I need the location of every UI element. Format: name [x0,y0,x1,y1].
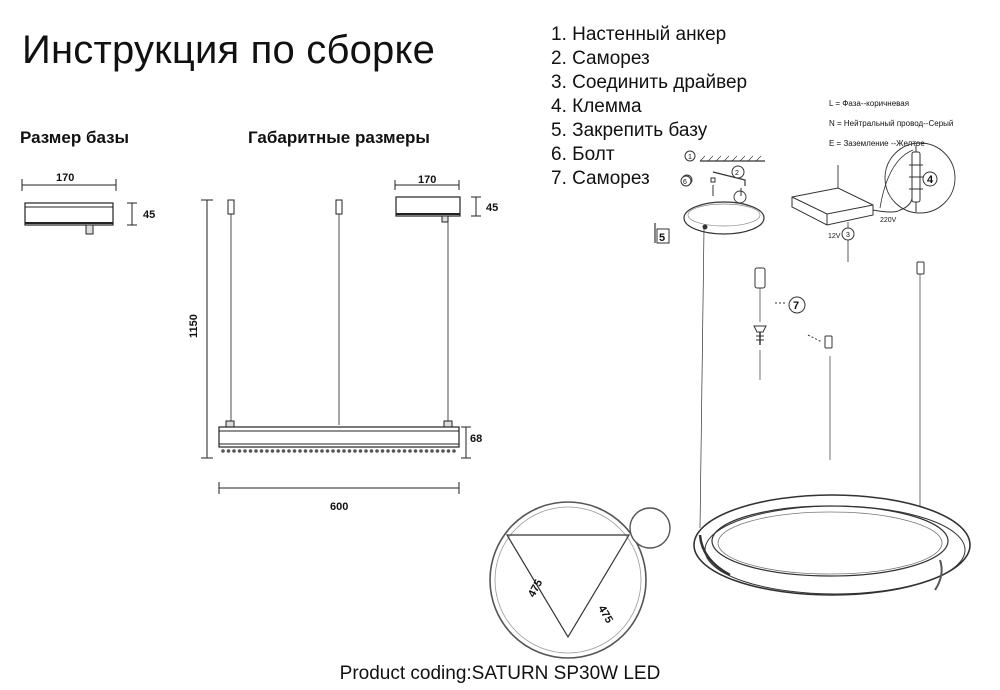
crystal-drop [221,449,225,453]
step-item: 1. Настенный анкер [551,24,727,45]
crystal-drop [259,449,264,453]
crystal-drop [441,449,445,453]
installation-drawing [654,142,971,596]
crystal-drop [364,449,368,453]
crystal-drop [358,449,363,453]
legend-line-earth: E = Заземление --Желтое [829,139,925,148]
crystal-drop [276,449,280,453]
callout-3-marker [841,227,855,241]
crystal-drop [353,449,357,453]
crystal-drop [281,449,286,453]
crystal-drop [270,449,275,453]
suspension-length-label: 1150 [188,314,200,338]
callout-4-label: 4 [927,174,934,186]
callout-5-label: 5 [659,232,665,244]
base-width-label: 170 [56,172,74,184]
crystal-drop [452,449,456,453]
crystal-drop [397,449,401,453]
triangle-suspension-diagram [489,501,671,659]
crystal-drop [237,449,242,453]
step-item: 2. Саморез [551,48,650,69]
callout-3-label: 3 [846,232,850,239]
base-height-label: 45 [143,209,155,221]
crystal-drop [265,449,269,453]
overall-dimensions-heading: Габаритные размеры [248,128,430,147]
triangle-side-left-label: 475 [526,578,545,600]
callout-7-marker [788,296,806,314]
step-item: 7. Саморез [551,168,650,189]
crystal-drop [314,449,319,453]
canopy-height-label: 45 [486,202,498,214]
step-item: 4. Клемма [551,96,642,117]
product-code-footer: Product coding:SATURN SP30W LED [339,663,661,684]
crystal-drop [419,449,423,453]
crystal-drop [391,449,396,453]
crystal-drop [331,449,335,453]
crystal-drop [298,449,302,453]
crystal-drop [380,449,385,453]
callout-2-marker [731,165,745,179]
crystal-drop [435,449,440,453]
wiring-legend: L = Фаза--коричневая N = Нейтральный про… [829,94,953,154]
crystal-drop [287,449,291,453]
crystal-drop [342,449,346,453]
crystal-drop [336,449,341,453]
crystal-drop [369,449,374,453]
crystal-drop [243,449,247,453]
step-item: 6. Болт [551,144,615,165]
crystal-drop [408,449,412,453]
base-size-drawing [21,179,137,235]
legend-line-phase: L = Фаза--коричневая [829,99,910,108]
crystal-drop [375,449,379,453]
crystal-drop [430,449,434,453]
callout-6-label: 6 [683,179,687,186]
crystal-drop [303,449,308,453]
callout-5-marker [656,228,670,244]
assembly-steps-list: 1. Настенный анкер 2. Саморез 3. Соедини… [551,23,747,191]
crystal-drop [309,449,313,453]
callout-2-label: 2 [735,170,739,177]
callout-1-label: 1 [688,154,692,161]
crystal-drop [320,449,324,453]
legend-line-neutral: N = Нейтральный провод--Серый [829,119,954,128]
callout-markers [656,150,938,314]
crystal-drop [446,449,451,453]
body-width-label: 600 [330,501,348,513]
base-size-heading: Размер базы [20,128,130,147]
callout-1-marker [684,150,696,162]
overall-drawing [201,180,481,494]
driver-input-label: 220V [880,217,897,224]
crystal-drop [424,449,429,453]
crystal-drop [413,449,418,453]
crystal-drop [386,449,390,453]
crystal-drop [254,449,258,453]
callout-6-marker [680,175,692,187]
crystal-drop [232,449,236,453]
callout-4-marker [922,171,938,187]
crystal-drop [347,449,352,453]
page-title: Инструкция по сборке [22,28,436,72]
step-item: 5. Закрепить базу [551,120,708,141]
canopy-width-label: 170 [418,174,436,186]
crystal-drop [292,449,297,453]
driver-output-label: 12V [828,233,841,240]
crystal-drops [221,449,456,453]
triangle-side-right-label: 475 [595,604,615,626]
callout-7-label: 7 [793,300,799,312]
step-item: 3. Соединить драйвер [551,72,748,93]
crystal-drop [226,449,231,453]
body-height-label: 68 [470,433,482,445]
crystal-drop [248,449,253,453]
crystal-drop [325,449,330,453]
crystal-drop [402,449,407,453]
